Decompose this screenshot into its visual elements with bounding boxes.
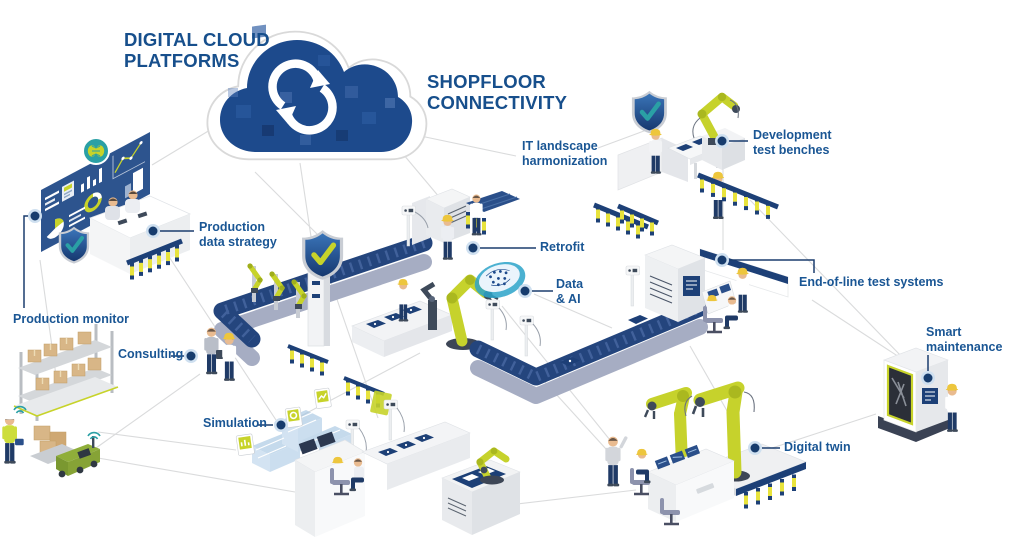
- label-dot-icon: [184, 349, 198, 363]
- metric-cards: [235, 387, 332, 456]
- development-test-bench: [617, 90, 779, 236]
- pin-row: [287, 344, 329, 376]
- label-leaders: [23, 140, 929, 449]
- label-dot-icon: [146, 224, 160, 238]
- robot-arm-icon: [476, 447, 510, 485]
- dashboard-screen: [41, 132, 150, 252]
- label-development-test-benches: Development test benches: [753, 128, 832, 157]
- bottom-workstations: [294, 399, 521, 537]
- boxes: [27, 331, 102, 391]
- small-robot: [420, 281, 437, 330]
- cloud-pixel-texture: [228, 24, 395, 145]
- label-digital-twin: Digital twin: [784, 440, 851, 454]
- label-dot-icon: [921, 371, 935, 385]
- agv-vehicle: [56, 436, 100, 478]
- title-digital-cloud-platforms: DIGITAL CLOUD PLATFORMS: [124, 29, 270, 71]
- shield-check-icon: [58, 226, 90, 264]
- pin-row: [617, 203, 659, 236]
- label-dots: [28, 134, 935, 455]
- seated-operators: [105, 190, 148, 226]
- label-dot-icon: [28, 209, 42, 223]
- pin-row: [126, 238, 183, 280]
- label-consulting: Consulting: [118, 347, 184, 361]
- digital-twin-station: [605, 381, 807, 526]
- wifi-icon: [13, 405, 101, 440]
- assembly-center: [351, 261, 526, 357]
- shield-check-icon: [302, 230, 344, 280]
- retrofit-station: [401, 188, 520, 260]
- label-dot-icon: [748, 441, 762, 455]
- cloud-illustration: [206, 24, 428, 161]
- production-monitor-station: [41, 132, 192, 280]
- simulation-model: [235, 387, 352, 472]
- conveyor-left: [213, 234, 433, 416]
- label-dot-icon: [466, 241, 480, 255]
- label-production-monitor: Production monitor: [13, 312, 129, 326]
- consulting-people: [204, 327, 237, 381]
- label-smart-maintenance: Smart maintenance: [926, 325, 1003, 354]
- label-dot-icon: [715, 253, 729, 267]
- smart-maintenance-station: [878, 347, 960, 442]
- label-production-data-strategy: Production data strategy: [199, 220, 277, 249]
- label-dot-icon: [518, 284, 532, 298]
- ai-brain-disc-icon: [474, 261, 526, 299]
- label-end-of-line-test-systems: End-of-line test systems: [799, 275, 944, 289]
- pallet-stack: [30, 425, 80, 464]
- label-retrofit: Retrofit: [540, 240, 585, 254]
- brain-badge-icon: [82, 137, 110, 165]
- label-dot-icon: [274, 418, 288, 432]
- shield-check-icon: [631, 90, 667, 134]
- label-data-ai: Data & AI: [556, 277, 584, 306]
- conveyor-right: [469, 299, 709, 404]
- cloud-sync-icon: [268, 59, 337, 135]
- end-of-line-station: [625, 244, 789, 334]
- label-dot-icon: [715, 134, 729, 148]
- title-shopfloor-connectivity: SHOPFLOOR CONNECTIVITY: [427, 71, 568, 113]
- warehouse-worker: [2, 412, 24, 464]
- warehouse-logistics: [2, 324, 119, 478]
- label-simulation: Simulation: [203, 416, 267, 430]
- pin-row: [697, 172, 779, 219]
- robot-arm-icon: [692, 92, 740, 145]
- label-it-landscape-harmonization: IT landscape harmonization: [522, 139, 608, 168]
